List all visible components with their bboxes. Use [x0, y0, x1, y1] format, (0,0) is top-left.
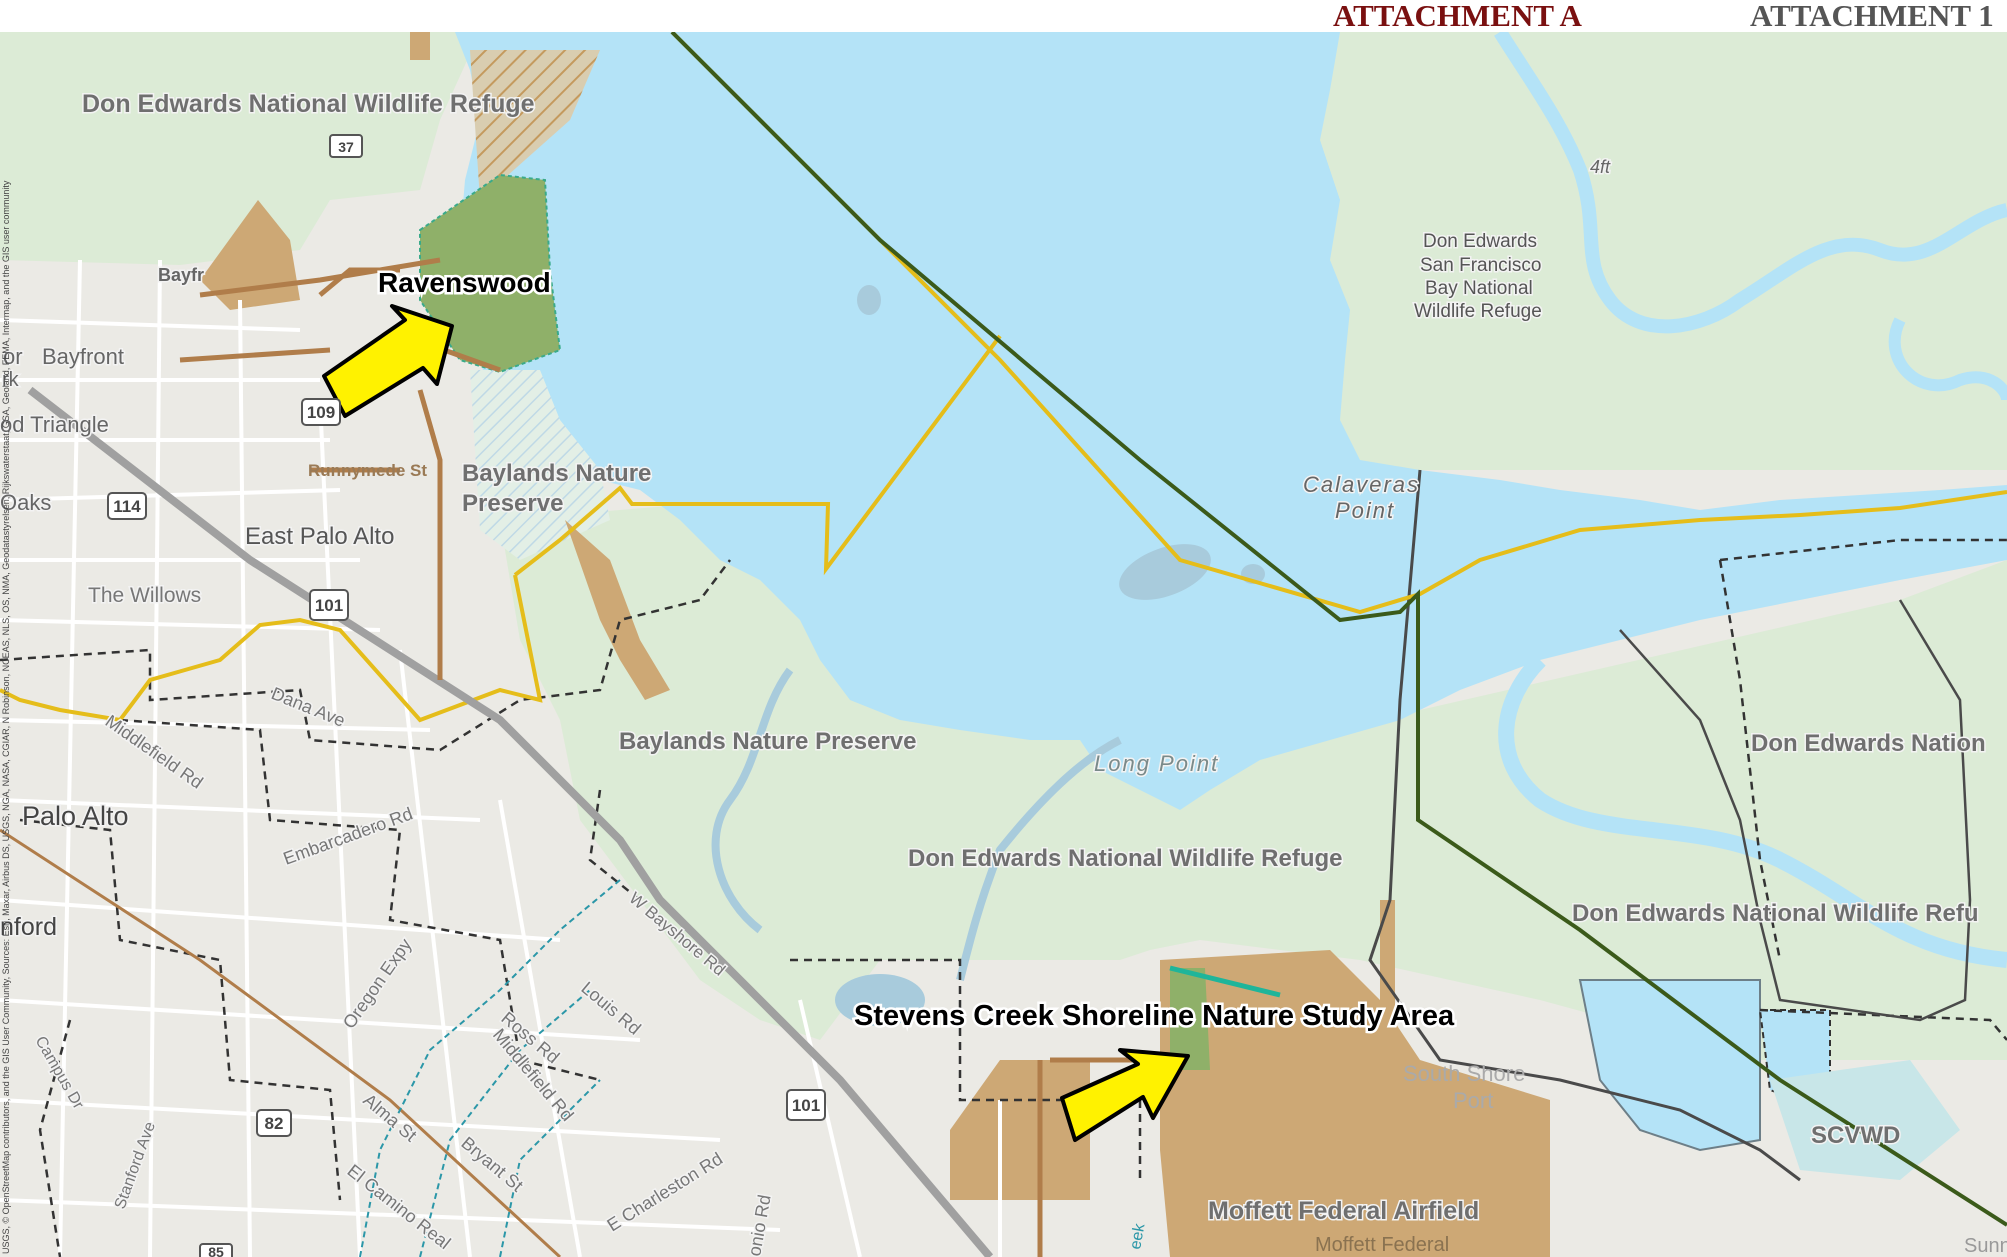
label-don-edwards-mid: Don Edwards National Wildlife Refuge — [908, 845, 1342, 872]
arrow-icon — [1060, 1048, 1190, 1142]
header-bar: ATTACHMENT A ATTACHMENT 1 — [0, 0, 2007, 32]
label-don-edwards-lower-right: Don Edwards National Wildlife Refu — [1572, 900, 1978, 927]
shield-101-a: 101 — [315, 596, 343, 615]
creeks — [359, 879, 621, 1257]
railroad — [0, 828, 562, 1257]
pond — [857, 285, 881, 315]
pond-east — [1578, 979, 1761, 1152]
refuge-area-northeast — [1230, 32, 2007, 470]
label-creek: eek — [1127, 1221, 1148, 1250]
label-baylands-2: Preserve — [462, 490, 563, 517]
label-runnymede: Runnymede St — [308, 461, 427, 480]
highway-shields: 114 109 101 101 82 37 85 — [107, 134, 826, 1257]
label-long-point: Long Point — [1094, 751, 1219, 776]
attachment-a-title: ATTACHMENT A — [1333, 0, 1582, 33]
shield-82: 82 — [265, 1114, 284, 1133]
arrow-icon — [322, 304, 454, 418]
pond — [1119, 544, 1211, 600]
highway-shield-icon — [309, 589, 349, 621]
pond-stevens — [835, 974, 925, 1026]
label-palo-alto: Palo Alto — [22, 801, 129, 831]
label-stanford: nford — [0, 913, 57, 941]
county-line-land — [0, 574, 543, 723]
refuge-area-north — [0, 32, 480, 265]
map-credits-strip: USGS, © OpenStreetMap contributors, and … — [0, 32, 14, 1257]
label-south-shore: South Shore — [1403, 1061, 1525, 1086]
label-bayfront-road: Bayfr — [158, 265, 204, 285]
label-sfb-2: San Francisco — [1420, 255, 1541, 276]
attachment-1-title: ATTACHMENT 1 — [1750, 0, 1994, 33]
tan-parcel-bayfront — [200, 200, 300, 310]
label-port: Port — [1453, 1088, 1493, 1113]
stevens-creek-label: Stevens Creek Shoreline Nature Study Are… — [854, 1000, 1455, 1032]
shield-109: 109 — [307, 403, 335, 422]
san-francisco-bay-water — [455, 32, 2007, 810]
refuge-boundary-east — [1619, 599, 1972, 1022]
scvwd-pond — [1770, 1060, 1960, 1180]
tan-parcel-top — [410, 32, 430, 60]
ravenswood-label: Ravenswood — [378, 267, 551, 298]
shield-114: 114 — [113, 497, 141, 516]
shield-37: 37 — [338, 139, 354, 155]
label-sfb-3: Bay National — [1425, 278, 1533, 299]
tan-strip — [1380, 900, 1395, 1050]
us-101-highway — [27, 386, 994, 1257]
label-oaks: Oaks — [0, 490, 51, 515]
boundary-green — [670, 32, 2007, 1227]
label-moffett-2: Moffett Federal — [1315, 1234, 1449, 1256]
label-baylands-1: Baylands Nature — [462, 460, 651, 487]
label-moffett: Moffett Federal Airfield — [1208, 1197, 1479, 1225]
map-view[interactable]: Ravenswood Stevens Creek Shoreline Natur… — [0, 32, 2007, 1257]
label-sfb-1: Don Edwards — [1423, 231, 1537, 252]
label-the-willows: The Willows — [88, 584, 201, 607]
highway-shield-icon — [786, 1089, 826, 1121]
label-calaveras-point: Point — [1335, 498, 1395, 523]
county-line-bay — [670, 32, 2007, 615]
highway-shield-icon — [329, 134, 363, 158]
channel-southeast — [1498, 654, 2007, 968]
label-calaveras: Calaveras — [1303, 472, 1420, 497]
tan-parcel-shoreline — [950, 1060, 1090, 1200]
highway-shield-icon — [256, 1109, 292, 1137]
street-grid — [0, 259, 1002, 1257]
label-4ft: 4ft — [1590, 157, 1611, 177]
slough — [956, 736, 1122, 981]
shield-101-b: 101 — [792, 1096, 820, 1115]
stevens-creek-study-area[interactable] — [1170, 968, 1210, 1070]
ravenswood-area[interactable] — [419, 173, 562, 374]
label-triangle: od Triangle — [0, 412, 109, 437]
label-east-palo-alto: East Palo Alto — [245, 523, 394, 550]
label-bayfront: Bayfront — [42, 344, 124, 369]
moffett-airfield-area — [1160, 950, 1550, 1257]
hatched-area-north — [470, 50, 600, 200]
stevens-creek-edge — [1169, 965, 1281, 998]
shield-85: 85 — [208, 1244, 224, 1257]
refuge-boundary — [1368, 469, 1801, 1182]
label-sfb-4: Wildlife Refuge — [1414, 301, 1542, 322]
channel-east — [1888, 317, 2007, 401]
label-don-edwards-north: Don Edwards National Wildlife Refuge — [82, 90, 535, 118]
map-credits: USGS, © OpenStreetMap contributors, and … — [1, 180, 11, 1254]
channel-northeast — [1494, 32, 2007, 334]
label-scvwd: SCVWD — [1811, 1122, 1900, 1149]
baylands-channel — [711, 667, 794, 934]
label-don-edwards-right: Don Edwards Nation — [1751, 730, 1986, 757]
label-baylands-preserve: Baylands Nature Preserve — [619, 728, 917, 755]
tan-parcel-baylands — [565, 520, 670, 700]
label-sunnyvale: Sunn — [1964, 1235, 2007, 1257]
label-park: rk — [2, 369, 20, 391]
hatched-area-baylands — [470, 370, 610, 560]
highway-shield-icon — [199, 1243, 233, 1257]
highway-shield-icon — [107, 492, 147, 520]
highway-shield-icon — [301, 398, 341, 426]
label-bayfront-prefix: or — [3, 344, 23, 369]
county-line-baylands — [513, 334, 1002, 577]
